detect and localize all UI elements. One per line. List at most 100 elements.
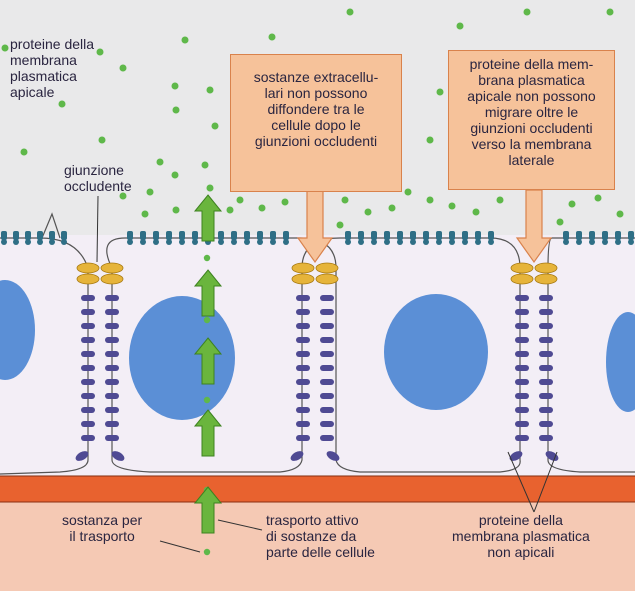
lateral-protein	[539, 421, 553, 427]
transported-molecule	[203, 396, 211, 404]
callout-extracellular-substances: sostanze extracellu- lari non possono di…	[230, 54, 402, 192]
apical-protein-head	[257, 239, 263, 245]
extracellular-molecule	[171, 82, 179, 90]
apical-protein-head	[449, 239, 455, 245]
apical-protein	[576, 231, 582, 240]
lateral-protein	[539, 295, 553, 301]
extracellular-molecule	[426, 136, 434, 144]
apical-protein	[397, 231, 403, 240]
extracellular-molecule	[1, 44, 9, 52]
tight-junction-protein	[291, 262, 315, 274]
apical-protein	[283, 231, 289, 240]
transport-arrow	[193, 486, 223, 534]
nucleus-3	[384, 294, 488, 410]
apical-protein	[358, 231, 364, 240]
extracellular-molecule	[364, 208, 372, 216]
transported-substance-label: sostanza per il trasporto	[62, 512, 143, 544]
apical-protein	[140, 231, 146, 240]
lateral-protein	[515, 435, 529, 441]
lateral-protein	[320, 393, 334, 399]
extracellular-molecule	[472, 208, 480, 216]
lateral-protein	[515, 379, 529, 385]
extracellular-molecule	[119, 192, 127, 200]
apical-protein-head	[270, 239, 276, 245]
transport-arrow	[193, 269, 223, 317]
lateral-protein	[105, 337, 119, 343]
lateral-protein	[515, 323, 529, 329]
lateral-protein	[296, 323, 310, 329]
apical-protein	[13, 231, 19, 240]
extracellular-molecule	[226, 206, 234, 214]
active-transport-leader	[217, 519, 263, 531]
apical-bump	[41, 212, 61, 239]
lateral-protein	[539, 351, 553, 357]
lateral-protein	[320, 309, 334, 315]
lateral-protein	[105, 435, 119, 441]
apical-proteins-label: proteine della membrana plasmatica apica…	[10, 36, 95, 100]
apical-protein-head	[615, 239, 621, 245]
apical-protein-head	[49, 239, 55, 245]
tight-junction-protein	[534, 273, 558, 285]
lateral-protein	[81, 337, 95, 343]
extracellular-molecule	[436, 88, 444, 96]
extracellular-molecule	[258, 204, 266, 212]
apical-protein-head	[462, 239, 468, 245]
apical-protein-head	[423, 239, 429, 245]
tight-junction-label: giunzione occludente	[64, 162, 132, 194]
lateral-protein	[539, 379, 553, 385]
apical-protein-head	[166, 239, 172, 245]
apical-protein	[615, 231, 621, 240]
extracellular-molecule	[206, 86, 214, 94]
transport-arrow	[193, 409, 223, 457]
apical-protein	[488, 231, 494, 240]
lateral-protein	[539, 407, 553, 413]
lateral-protein	[296, 351, 310, 357]
extracellular-molecule	[119, 64, 127, 72]
apical-protein-head	[384, 239, 390, 245]
apical-protein-head	[628, 239, 634, 245]
apical-protein-head	[192, 239, 198, 245]
extracellular-molecule	[346, 8, 354, 16]
apical-protein-head	[25, 239, 31, 245]
apical-protein	[179, 231, 185, 240]
apical-protein-head	[602, 239, 608, 245]
lateral-protein	[515, 295, 529, 301]
apical-protein	[127, 231, 133, 240]
apical-protein-head	[61, 239, 67, 245]
apical-protein	[602, 231, 608, 240]
lateral-protein	[320, 365, 334, 371]
lateral-protein	[105, 379, 119, 385]
basal-membrane-band	[0, 476, 635, 502]
lateral-protein	[515, 393, 529, 399]
apical-protein-head	[179, 239, 185, 245]
transported-molecule	[203, 548, 211, 556]
lateral-protein	[515, 351, 529, 357]
apical-protein	[61, 231, 67, 240]
lateral-protein	[81, 365, 95, 371]
apical-protein-head	[475, 239, 481, 245]
transported-molecule	[203, 316, 211, 324]
extracellular-molecule	[96, 48, 104, 56]
apical-protein-head	[410, 239, 416, 245]
non-apical-leader-2	[533, 451, 558, 513]
apical-protein	[270, 231, 276, 240]
extracellular-molecule	[594, 194, 602, 202]
lateral-protein	[81, 351, 95, 357]
basal-layer	[0, 500, 635, 591]
apical-protein	[384, 231, 390, 240]
lateral-protein	[105, 351, 119, 357]
extracellular-molecule	[141, 210, 149, 218]
lateral-protein	[105, 421, 119, 427]
lateral-protein	[539, 365, 553, 371]
lateral-protein	[81, 309, 95, 315]
extracellular-molecule	[172, 106, 180, 114]
lateral-protein	[296, 421, 310, 427]
extracellular-molecule	[404, 188, 412, 196]
lateral-protein	[539, 393, 553, 399]
tight-junction-protein	[291, 273, 315, 285]
apical-protein	[436, 231, 442, 240]
lateral-protein	[515, 365, 529, 371]
lateral-protein	[320, 337, 334, 343]
apical-protein	[563, 231, 569, 240]
